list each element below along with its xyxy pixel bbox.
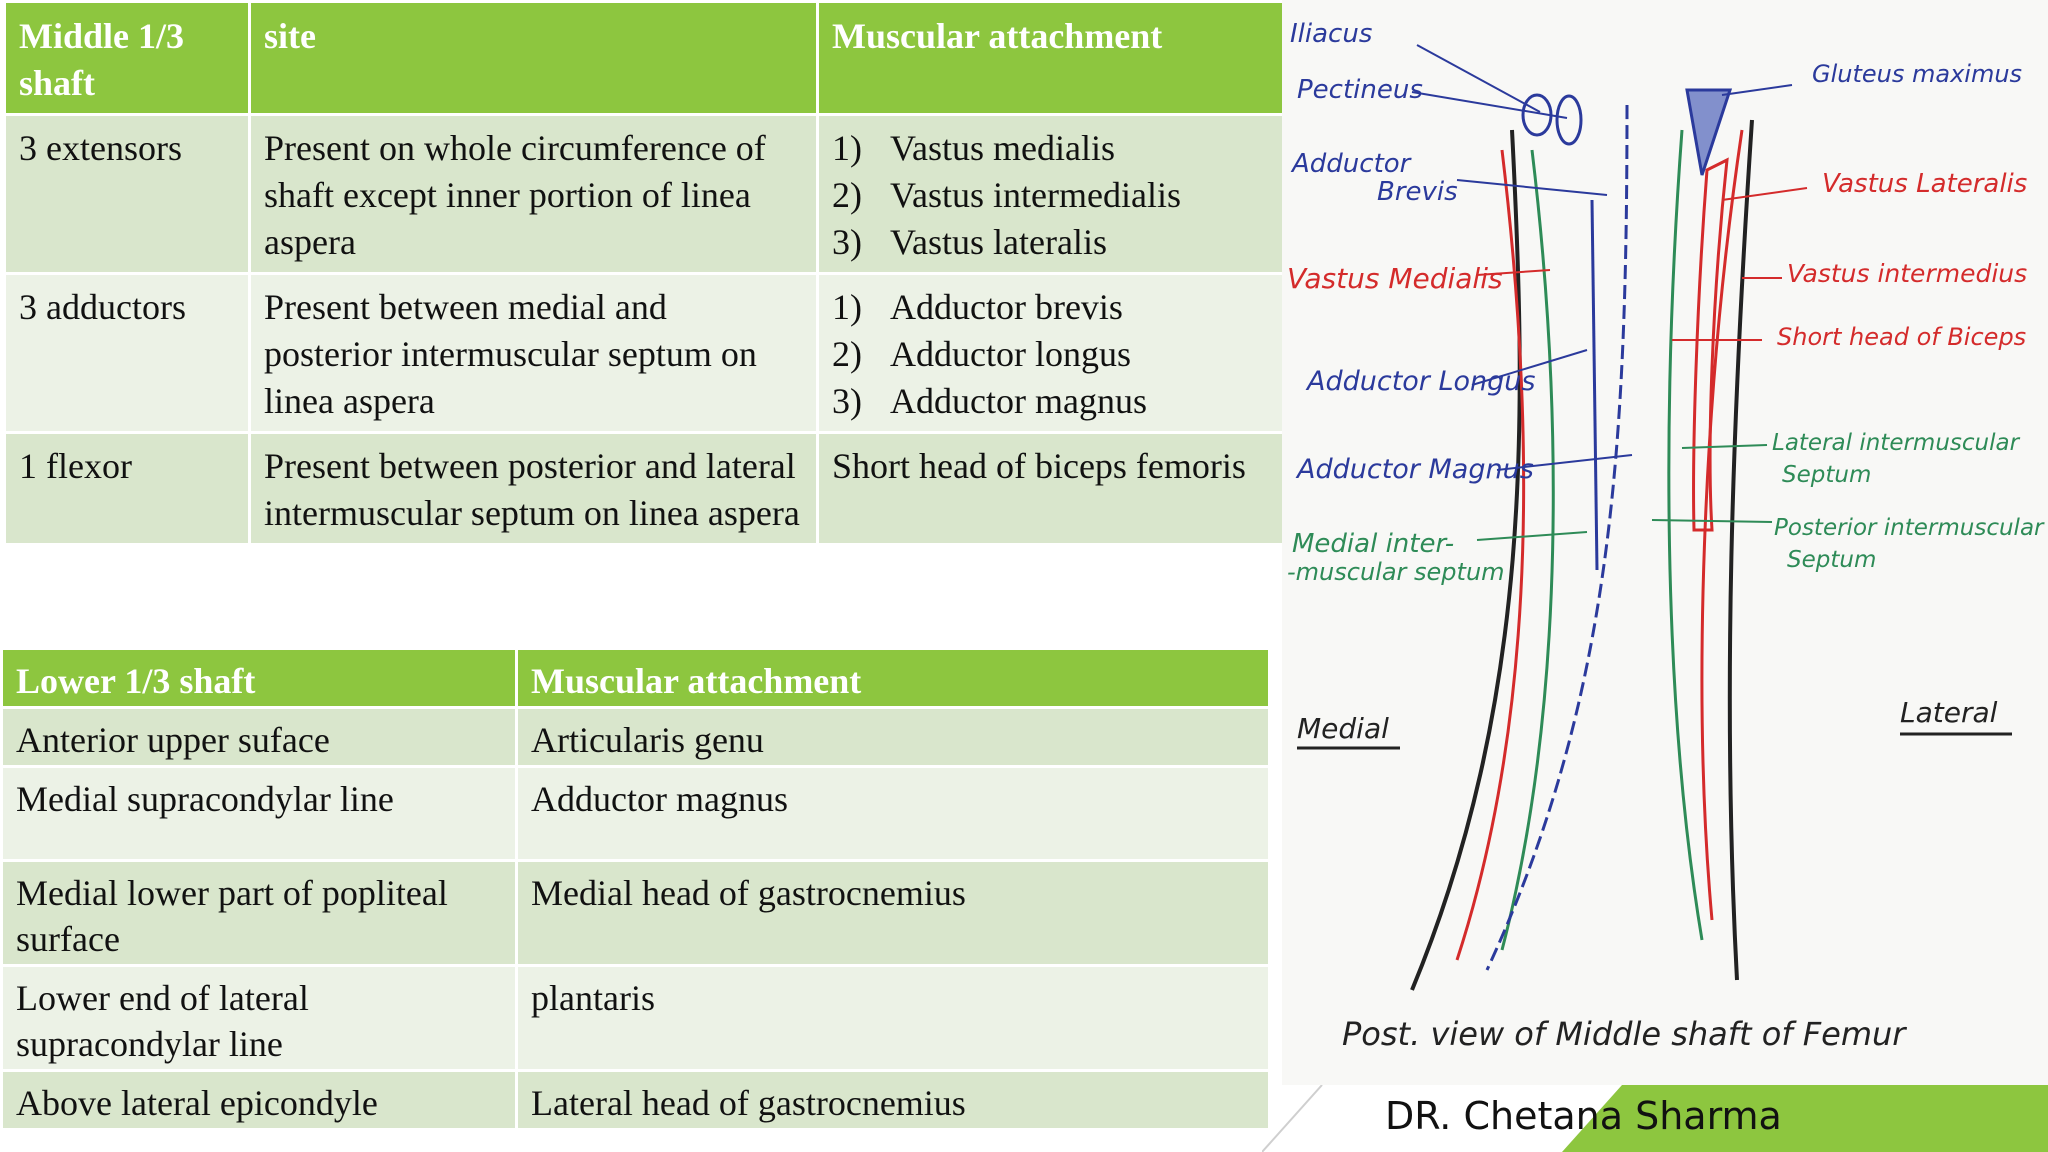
site-cell: Anterior upper suface — [0, 706, 518, 768]
list-text: Adductor longus — [890, 334, 1131, 374]
site-cell: Medial supracondylar line — [0, 765, 518, 862]
list-number: 2) — [832, 334, 862, 374]
table-row: 1 flexor Present between posterior and l… — [3, 431, 1286, 546]
list-text: Vastus lateralis — [890, 222, 1107, 262]
label-posterior-intermuscular: Posterior intermuscular — [1774, 515, 2045, 541]
table-header-row: Lower 1/3 shaft Muscular attachment — [0, 647, 1271, 709]
site-cell: Lower end of lateral supracondylar line — [0, 964, 518, 1072]
label-iliacus: Iliacus — [1290, 19, 1372, 49]
list-number: 3) — [832, 222, 862, 262]
label-posterior-septum: Septum — [1787, 547, 1876, 573]
list-item: 1) Adductor brevis — [832, 284, 1270, 331]
table-row: Lower end of lateral supracondylar line … — [0, 964, 1271, 1072]
list-item: 1) Vastus medialis — [832, 125, 1270, 172]
label-vastus-intermedius: Vastus intermedius — [1787, 259, 2027, 288]
site-cell: Above lateral epicondyle — [0, 1069, 518, 1131]
attachment-cell: 1) Vastus medialis 2) Vastus intermedialis… — [816, 113, 1286, 275]
label-brevis: Brevis — [1377, 177, 1458, 207]
site-cell: Present between posterior and lateral in… — [248, 431, 819, 546]
attachment-cell: Medial head of gastrocnemius — [515, 859, 1271, 967]
list-item: 2) Adductor longus — [832, 331, 1270, 378]
label-lateral-intermuscular: Lateral intermuscular — [1772, 430, 2021, 456]
attachment-cell: Articularis genu — [515, 706, 1271, 768]
attachment-cell: plantaris — [515, 964, 1271, 1072]
table-row: Medial supracondylar line Adductor magnu… — [0, 765, 1271, 862]
table-row: 3 adductors Present between medial and p… — [3, 272, 1286, 434]
site-cell: Present between medial and posterior int… — [248, 272, 819, 434]
attachment-cell: Adductor magnus — [515, 765, 1271, 862]
header-cell: Middle 1/3 shaft — [3, 0, 251, 116]
header-cell: Lower 1/3 shaft — [0, 647, 518, 709]
attachment-cell: 1) Adductor brevis 2) Adductor longus 3) Ad… — [816, 272, 1286, 434]
label-lateral-side: Lateral — [1900, 696, 1998, 729]
attachment-cell: Lateral head of gastrocnemius — [515, 1069, 1271, 1131]
table-row: Medial lower part of popliteal surface M… — [0, 859, 1271, 967]
site-cell: Present on whole circumference of shaft … — [248, 113, 819, 275]
table-row: Anterior upper suface Articularis genu — [0, 706, 1271, 768]
list-text: Adductor magnus — [890, 381, 1147, 421]
label-muscular-septum: -muscular septum — [1287, 558, 1505, 586]
group-cell: 3 extensors — [3, 113, 251, 275]
table-row: Above lateral epicondyle Lateral head of… — [0, 1069, 1271, 1131]
list-number: 2) — [832, 175, 862, 215]
site-cell: Medial lower part of popliteal surface — [0, 859, 518, 967]
label-adductor: Adductor — [1290, 149, 1413, 179]
group-cell: 3 adductors — [3, 272, 251, 434]
list-text: Vastus medialis — [890, 128, 1115, 168]
attachment-list: 1) Vastus medialis 2) Vastus intermedialis… — [832, 125, 1270, 266]
header-cell: site — [248, 0, 819, 116]
label-pectineus: Pectineus — [1297, 75, 1423, 105]
list-item: 2) Vastus intermedialis — [832, 172, 1270, 219]
footer-wedge — [1262, 1085, 1622, 1152]
header-cell: Muscular attachment — [515, 647, 1271, 709]
lower-shaft-table: Lower 1/3 shaft Muscular attachment Ante… — [0, 647, 1271, 1131]
table-header-row: Middle 1/3 shaft site Muscular attachmen… — [3, 0, 1286, 116]
label-vastus-lateralis: Vastus Lateralis — [1822, 169, 2027, 199]
label-adductor-longus: Adductor Longus — [1305, 366, 1536, 397]
attachment-list: 1) Adductor brevis 2) Adductor longus 3) Ad… — [832, 284, 1270, 425]
author-credit: DR. Chetana Sharma — [1385, 1094, 1782, 1138]
list-item: 3) Adductor magnus — [832, 378, 1270, 425]
list-text: Adductor brevis — [890, 287, 1123, 327]
group-cell: 1 flexor — [3, 431, 251, 546]
list-item: 3) Vastus lateralis — [832, 219, 1270, 266]
middle-shaft-table: Middle 1/3 shaft site Muscular attachmen… — [3, 0, 1286, 546]
label-lateral-septum: Septum — [1782, 462, 1871, 488]
drawing-caption: Post. view of Middle shaft of Femur — [1342, 1015, 1907, 1053]
label-adductor-magnus: Adductor Magnus — [1295, 454, 1534, 485]
header-cell: Muscular attachment — [816, 0, 1286, 116]
label-short-head-biceps: Short head of Biceps — [1777, 323, 2026, 351]
list-number: 3) — [832, 381, 862, 421]
attachment-cell: Short head of biceps femoris — [816, 431, 1286, 546]
label-vastus-medialis: Vastus Medialis — [1287, 262, 1503, 295]
label-medial-side: Medial — [1297, 712, 1389, 745]
list-number: 1) — [832, 287, 862, 327]
label-gluteus-maximus: Gluteus maximus — [1812, 60, 2022, 88]
list-number: 1) — [832, 128, 862, 168]
label-medial-inter: Medial inter- — [1292, 529, 1454, 559]
list-text: Vastus intermedialis — [890, 175, 1181, 215]
table-row: 3 extensors Present on whole circumferen… — [3, 113, 1286, 275]
femur-shaft-drawing: Iliacus Pectineus Adductor Brevis Vastus… — [1282, 0, 2048, 1085]
